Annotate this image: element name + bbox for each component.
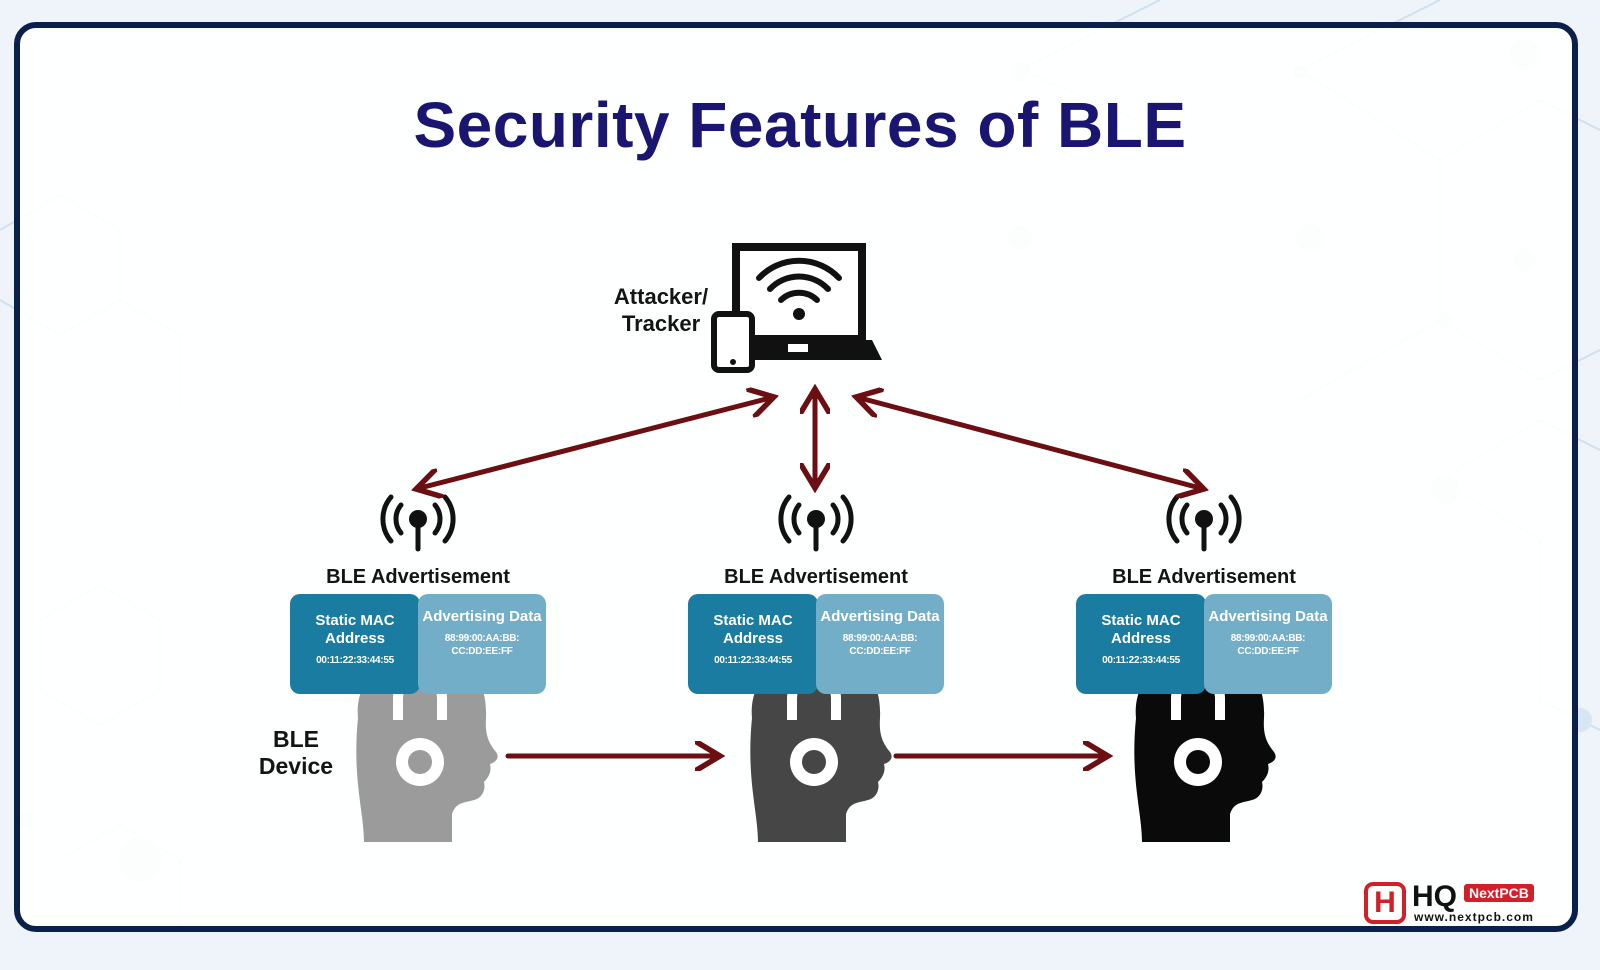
logo-url: www.nextpcb.com	[1414, 910, 1534, 924]
data-title: Advertising Data	[422, 608, 542, 625]
attacker-label: Attacker/ Tracker	[596, 283, 726, 337]
device-label-line2: Device	[258, 753, 334, 779]
logo-mark-icon: H	[1364, 882, 1406, 924]
data-value: 88:99:00:AA:BB: CC:DD:EE:FF	[1204, 632, 1332, 658]
data-value-line1: 88:99:00:AA:BB:	[842, 633, 918, 644]
data-title: Advertising Data	[820, 608, 940, 625]
advertisement-packet: Static MAC Address 00:11:22:33:44:55 Adv…	[290, 594, 546, 694]
advertising-data-box: Advertising Data 88:99:00:AA:BB: CC:DD:E…	[816, 594, 944, 694]
mac-title: Static MAC Address	[713, 612, 793, 647]
mac-value: 00:11:22:33:44:55	[1102, 655, 1180, 666]
static-mac-box: Static MAC Address 00:11:22:33:44:55	[688, 594, 818, 694]
antenna-icon	[781, 497, 851, 549]
mac-title: Static MAC Address	[1101, 612, 1181, 647]
device-label-line1: BLE	[273, 726, 319, 752]
advertisement-title: BLE Advertisement	[326, 566, 510, 588]
ble-device-label: BLE Device	[246, 726, 346, 780]
data-value: 88:99:00:AA:BB: CC:DD:EE:FF	[816, 632, 944, 658]
advertising-data-box: Advertising Data 88:99:00:AA:BB: CC:DD:E…	[418, 594, 546, 694]
advertising-data-box: Advertising Data 88:99:00:AA:BB: CC:DD:E…	[1204, 594, 1332, 694]
advertisement-packet: Static MAC Address 00:11:22:33:44:55 Adv…	[1076, 594, 1332, 694]
data-title: Advertising Data	[1208, 608, 1328, 625]
data-value: 88:99:00:AA:BB: CC:DD:EE:FF	[418, 632, 546, 658]
laptop-wifi-icon	[718, 243, 882, 360]
smartphone-icon	[711, 311, 755, 373]
arrow-attacker-right	[860, 398, 1200, 488]
mac-value: 00:11:22:33:44:55	[316, 655, 394, 666]
advertisement-title: BLE Advertisement	[724, 566, 908, 588]
data-value-line2: CC:DD:EE:FF	[849, 646, 911, 657]
static-mac-box: Static MAC Address 00:11:22:33:44:55	[290, 594, 420, 694]
advertisement-title: BLE Advertisement	[1112, 566, 1296, 588]
logo-brand: HQ	[1412, 880, 1457, 913]
attacker-label-line2: Tracker	[621, 311, 701, 336]
mac-value: 00:11:22:33:44:55	[714, 655, 792, 666]
static-mac-box: Static MAC Address 00:11:22:33:44:55	[1076, 594, 1206, 694]
logo-badge: NextPCB	[1464, 884, 1534, 902]
data-value-line1: 88:99:00:AA:BB:	[1230, 633, 1306, 644]
data-value-line2: CC:DD:EE:FF	[1237, 646, 1299, 657]
nextpcb-logo: H HQ NextPCB www.nextpcb.com	[1364, 880, 1564, 930]
data-value-line2: CC:DD:EE:FF	[451, 646, 513, 657]
antenna-icon	[383, 497, 453, 549]
data-value-line1: 88:99:00:AA:BB:	[444, 633, 520, 644]
advertisement-packet: Static MAC Address 00:11:22:33:44:55 Adv…	[688, 594, 944, 694]
antenna-icon	[1169, 497, 1239, 549]
arrow-attacker-left	[420, 398, 770, 488]
mac-title: Static MAC Address	[315, 612, 395, 647]
page-title: Security Features of BLE	[413, 89, 1187, 161]
attacker-label-line1: Attacker/	[613, 284, 709, 309]
